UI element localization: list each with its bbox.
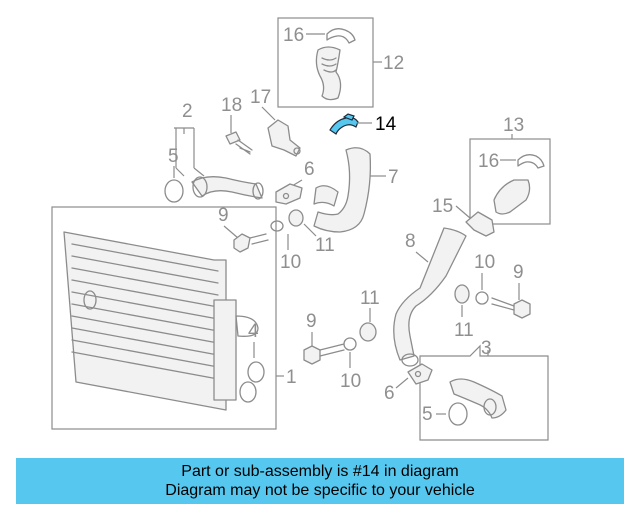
pipe-8 xyxy=(393,227,467,361)
clamp-16-top xyxy=(326,28,356,44)
callout-3: 3 xyxy=(481,338,492,359)
hose-13 xyxy=(493,179,531,215)
callout-11-right: 11 xyxy=(454,320,474,341)
callout-9-lower: 9 xyxy=(306,311,317,332)
callout-11-lower: 11 xyxy=(360,288,380,309)
callout-10-lower: 10 xyxy=(340,371,361,392)
callout-4: 4 xyxy=(248,321,259,342)
callout-16-right: 16 xyxy=(478,151,499,172)
clamp-15 xyxy=(465,211,495,237)
intercooler-box xyxy=(51,206,277,430)
callout-7: 7 xyxy=(388,167,399,188)
hose-3 xyxy=(449,378,507,419)
sub-assembly-box-3 xyxy=(419,344,549,441)
callout-16-top: 16 xyxy=(283,25,304,46)
callout-9-upper: 9 xyxy=(218,205,229,226)
callout-15: 15 xyxy=(432,196,453,217)
bracket-6-upper xyxy=(275,183,303,205)
callout-12: 12 xyxy=(383,53,404,74)
callout-9-right: 9 xyxy=(513,262,524,283)
nut-11-upper xyxy=(288,209,304,227)
bolt-9-right xyxy=(513,299,531,319)
callout-17: 17 xyxy=(250,87,271,108)
part-14-clamp xyxy=(329,116,359,135)
callout-1: 1 xyxy=(286,367,297,388)
nut-11-right xyxy=(454,284,470,304)
info-banner: Part or sub-assembly is #14 in diagram D… xyxy=(16,458,624,504)
callout-13: 13 xyxy=(503,115,524,136)
callout-10-upper: 10 xyxy=(280,252,301,273)
clamp-16-right xyxy=(517,154,545,169)
callout-5-lower: 5 xyxy=(422,404,433,425)
bolt-9-lower xyxy=(303,345,321,365)
callout-18: 18 xyxy=(221,95,242,116)
callout-2: 2 xyxy=(182,101,193,122)
washer-10-right xyxy=(475,291,489,305)
o-ring-5-lower xyxy=(448,402,468,426)
callout-6-lower: 6 xyxy=(384,383,395,404)
sensor-17 xyxy=(267,119,301,157)
callout-10-right: 10 xyxy=(474,252,495,273)
bolt-9-upper xyxy=(233,233,251,253)
callout-8: 8 xyxy=(405,231,416,252)
o-ring-5-upper xyxy=(164,179,184,203)
banner-line-1: Part or sub-assembly is #14 in diagram xyxy=(181,463,459,480)
hose-2 xyxy=(191,176,263,199)
banner-line-2: Diagram may not be specific to your vehi… xyxy=(165,482,475,499)
intake-hose-top xyxy=(315,46,342,101)
o-ring-4 xyxy=(247,361,265,383)
washer-10-upper xyxy=(270,220,284,232)
sub-assembly-box-13 xyxy=(469,138,551,225)
callout-6-upper: 6 xyxy=(304,159,315,180)
washer-10-lower xyxy=(343,337,357,351)
callout-5-upper: 5 xyxy=(168,146,179,167)
bolt-18 xyxy=(225,131,241,145)
nut-11-lower xyxy=(359,322,377,342)
pipe-7 xyxy=(313,147,372,233)
callout-11-upper: 11 xyxy=(315,235,335,256)
callout-14: 14 xyxy=(375,114,397,135)
